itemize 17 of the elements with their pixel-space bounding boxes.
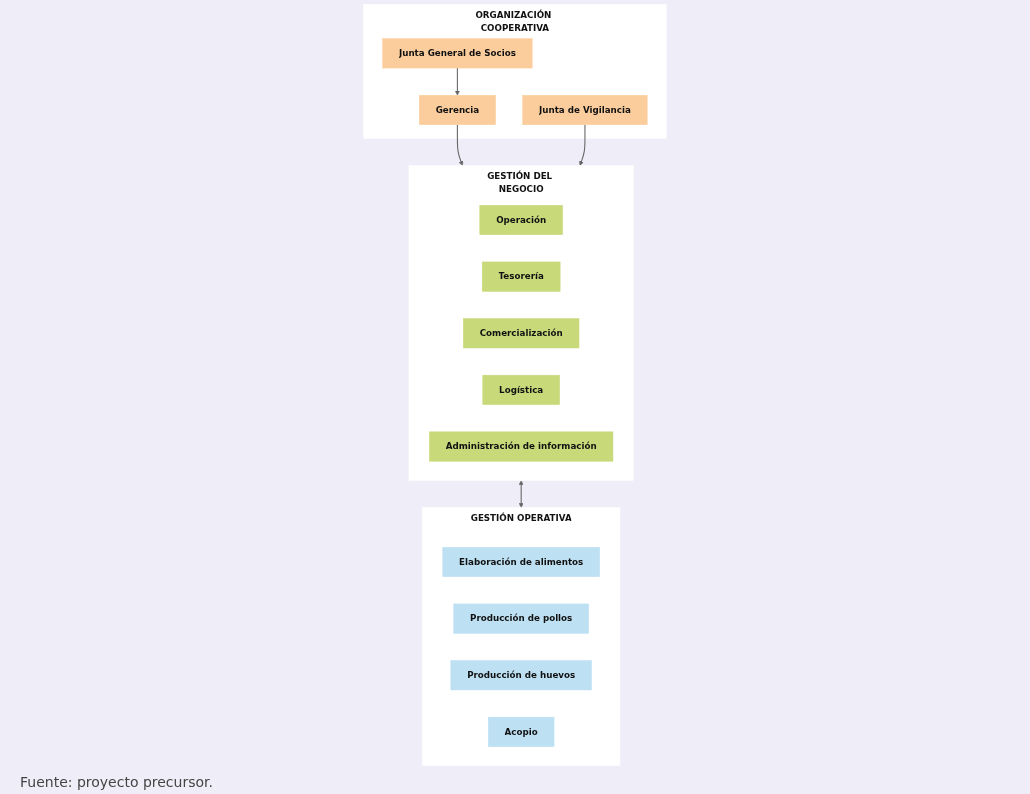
node-box: Tesorería	[482, 261, 561, 292]
arrow	[456, 124, 464, 166]
node-box: Comercialización	[463, 318, 580, 349]
node-box: Gerencia	[419, 95, 496, 125]
node-box: Logística	[482, 374, 560, 405]
arrow	[518, 480, 524, 508]
node-box: Junta General de Socios	[382, 38, 533, 69]
arrow	[455, 67, 460, 96]
node-box: Producción de pollos	[453, 603, 589, 634]
node-box: Elaboración de alimentos	[442, 547, 600, 577]
node-box: Administración de información	[429, 431, 614, 462]
node-box: Acopio	[488, 716, 555, 747]
node-box: Producción de huevos	[450, 660, 592, 691]
arrow	[579, 124, 586, 166]
caption: Fuente: proyecto precursor.	[20, 774, 213, 790]
node-box: Junta de Vigilancia	[522, 95, 648, 125]
node-box: Operación	[479, 205, 563, 235]
